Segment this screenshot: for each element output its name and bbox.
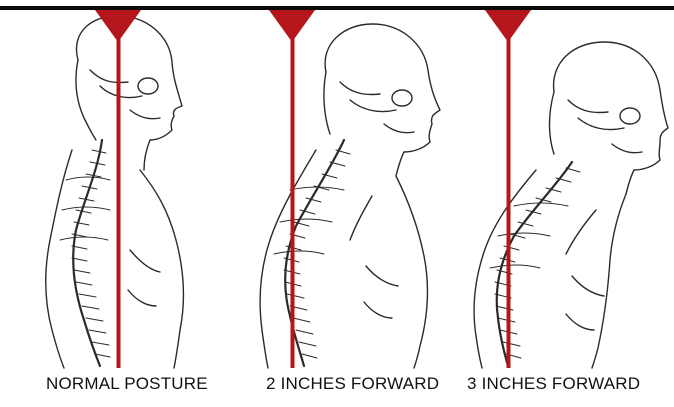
plumb-line — [291, 20, 295, 368]
figure-normal-posture — [46, 16, 184, 368]
front-outline — [140, 170, 183, 368]
caption-3-inches-forward: 3 INCHES FORWARD — [467, 374, 640, 394]
plumb-marker-triangle — [95, 10, 141, 42]
skull-outline — [76, 16, 182, 170]
plumb-line-3 — [485, 10, 531, 368]
caption-2-inches-forward: 2 INCHES FORWARD — [266, 374, 439, 394]
plumb-line — [117, 20, 121, 368]
back-outline — [474, 170, 536, 368]
plumb-line — [507, 20, 511, 368]
figure-3-inches-forward — [474, 42, 668, 368]
skull-outline — [325, 24, 440, 176]
plumb-line-2 — [269, 10, 315, 368]
figure-2-inches-forward — [260, 24, 440, 368]
caption-normal-posture: NORMAL POSTURE — [46, 374, 208, 394]
plumb-line-1 — [95, 10, 141, 368]
back-outline — [46, 150, 72, 368]
plumb-marker-triangle — [485, 10, 531, 42]
front-outline — [396, 176, 427, 368]
skull-outline — [554, 42, 668, 194]
top-reference-bar — [0, 6, 674, 10]
plumb-marker-triangle — [269, 10, 315, 42]
front-outline — [592, 194, 626, 368]
